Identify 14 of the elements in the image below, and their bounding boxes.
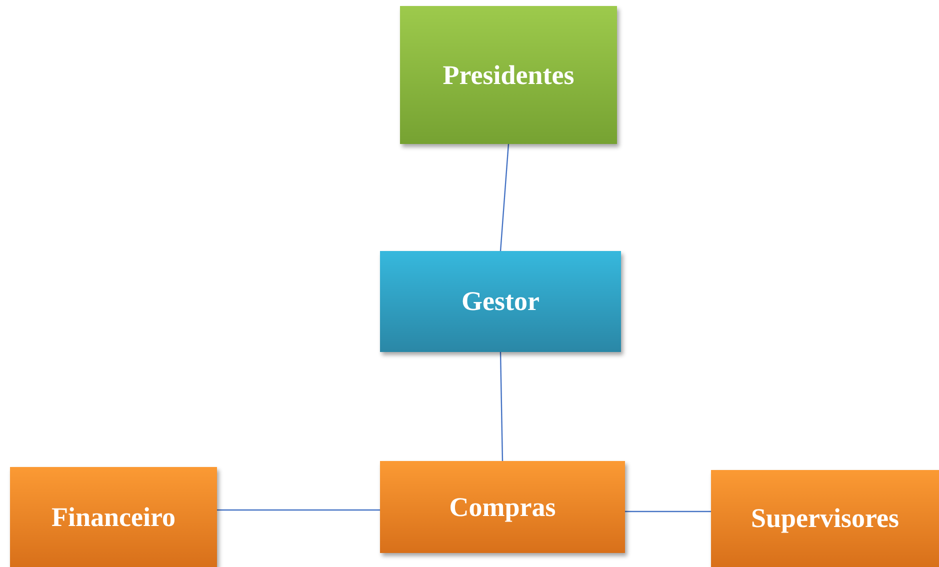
box-label: Financeiro bbox=[52, 502, 176, 532]
org-box bbox=[10, 467, 217, 567]
connector-line bbox=[500, 352, 504, 462]
org-box bbox=[380, 251, 621, 352]
org-box bbox=[380, 461, 625, 553]
box-label: Presidentes bbox=[442, 60, 574, 90]
connector-line bbox=[625, 510, 711, 512]
connector-line bbox=[500, 144, 510, 252]
box-label: Supervisores bbox=[750, 503, 899, 534]
box-label: Compras bbox=[449, 492, 556, 522]
box-label: Gestor bbox=[462, 286, 540, 317]
connector-line bbox=[217, 509, 380, 511]
org-box bbox=[400, 6, 617, 144]
org-box bbox=[711, 470, 939, 567]
